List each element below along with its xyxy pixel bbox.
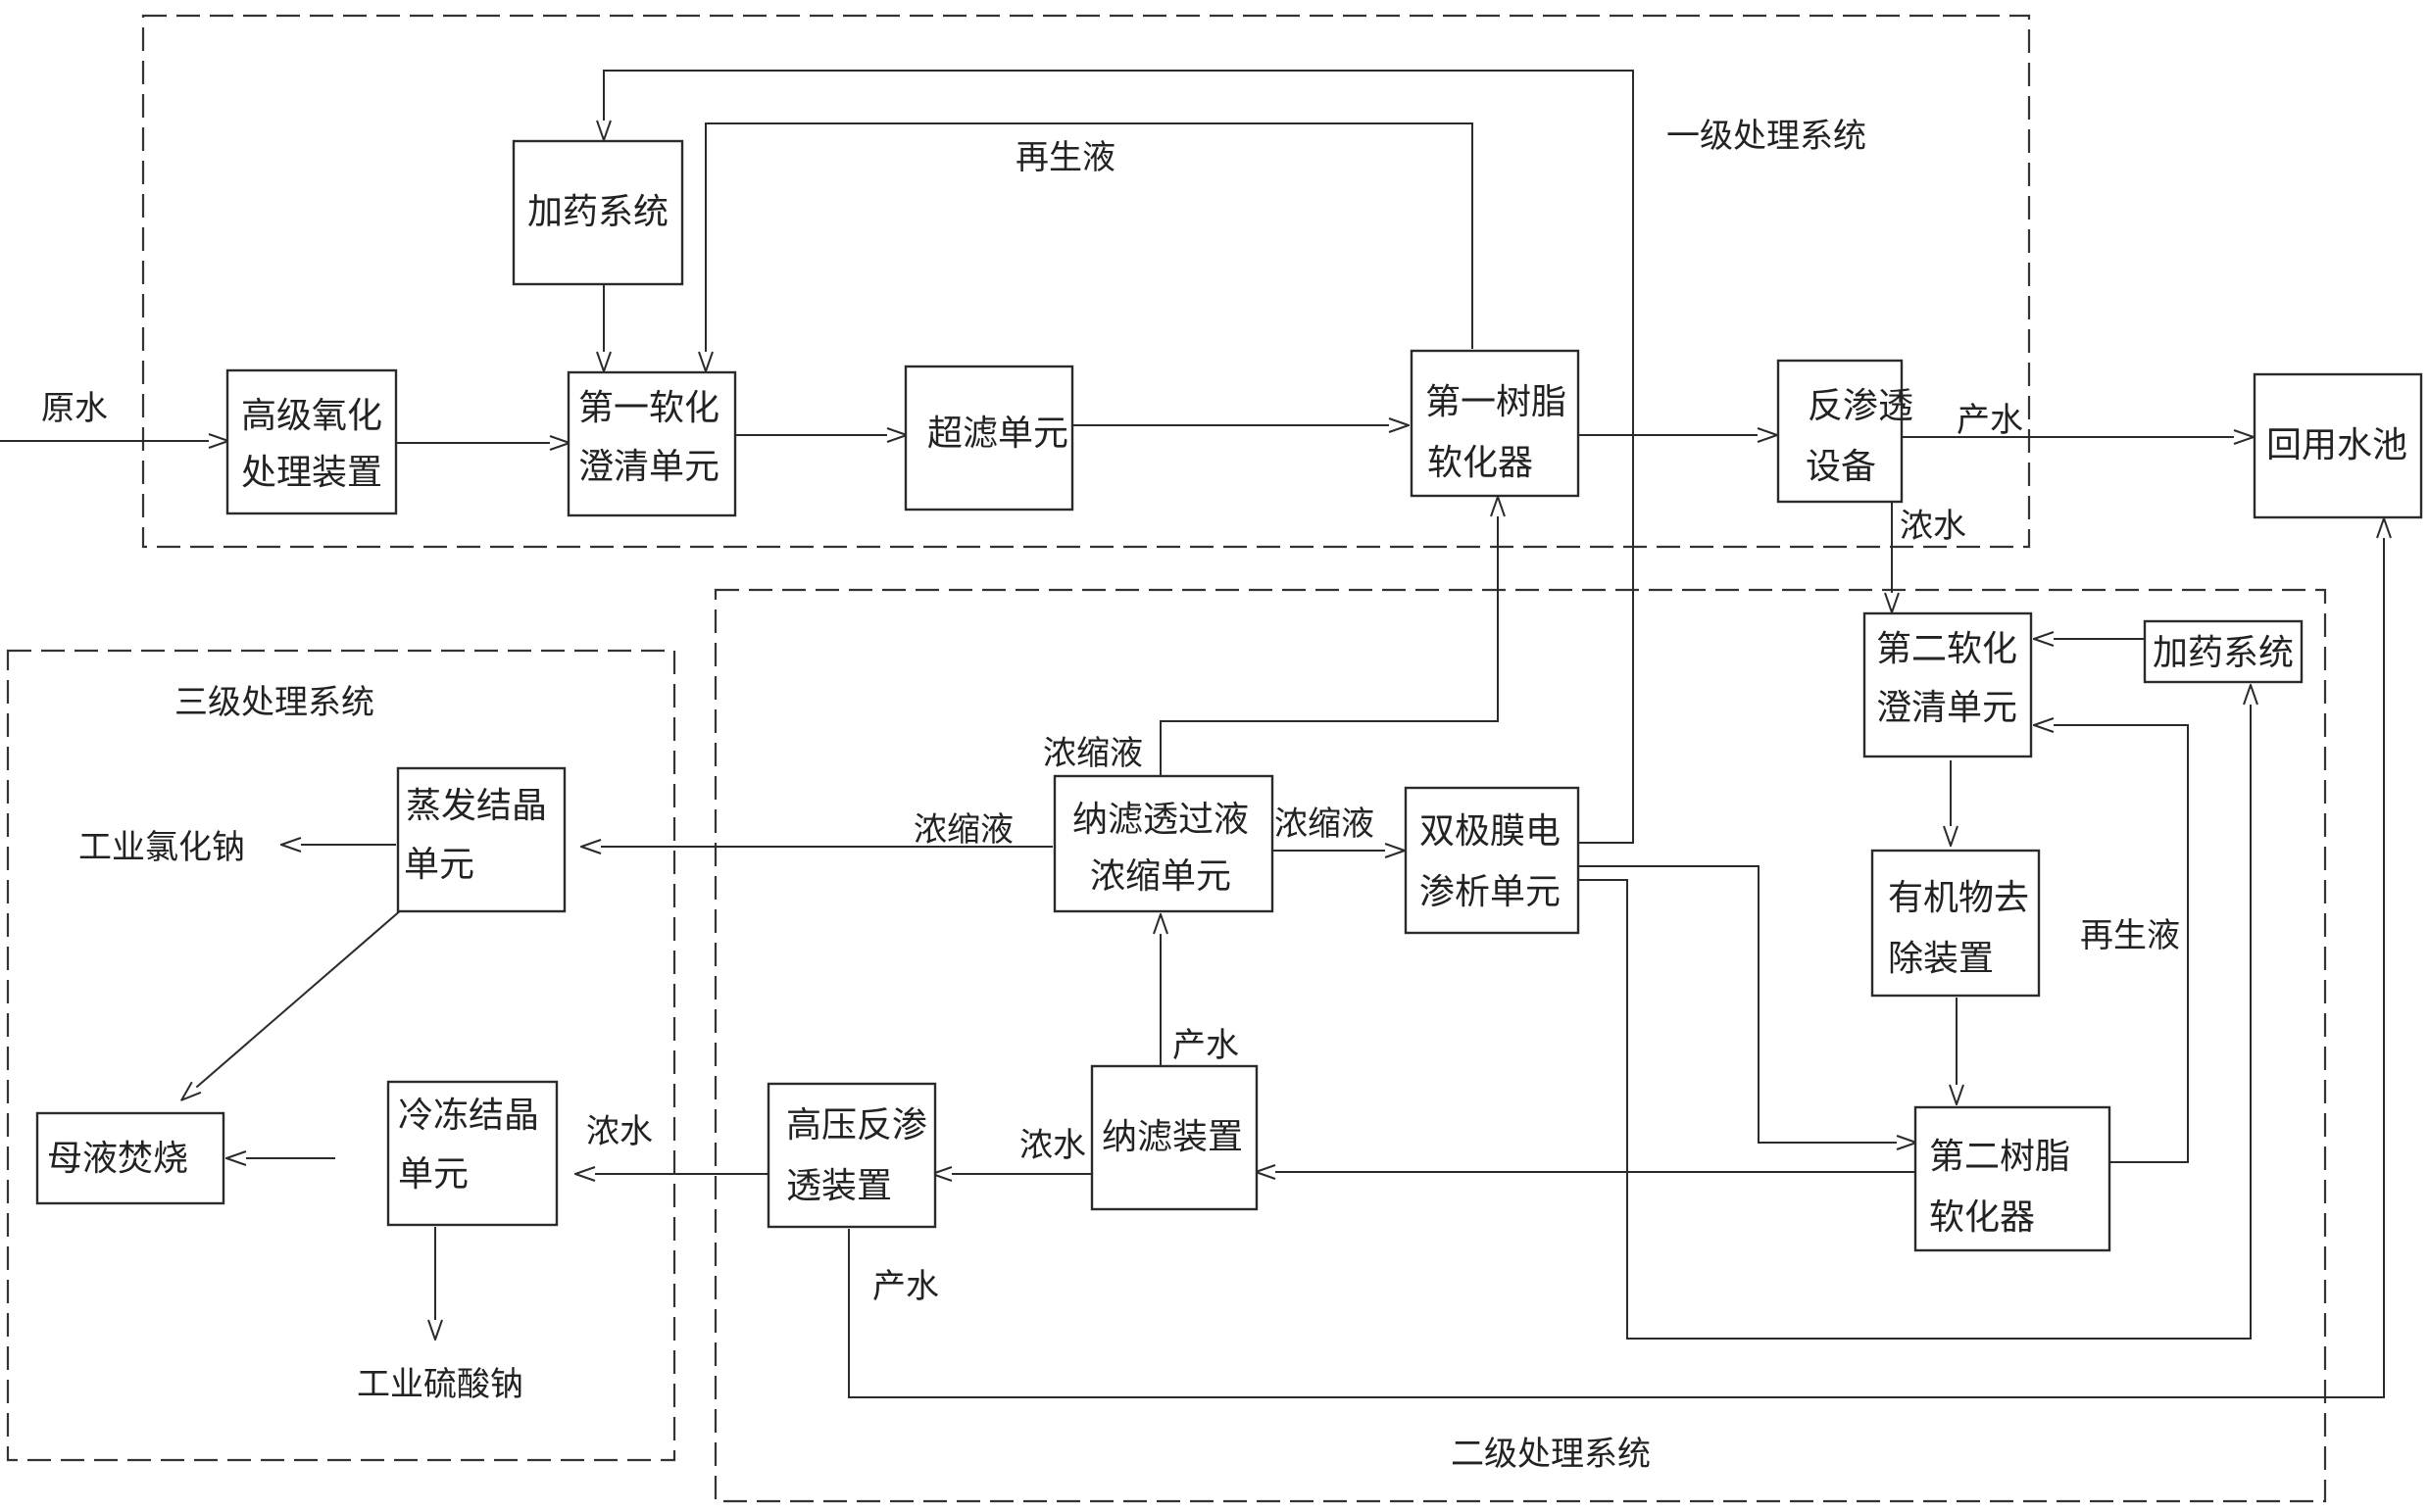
unit-label-line: 单元 [404, 845, 474, 885]
unit-label-line: 高压反渗 [786, 1105, 927, 1146]
unit-label-line: 浓缩单元 [1090, 856, 1231, 897]
unit-label-line: 反渗透 [1808, 386, 1913, 426]
unit-label-line: 双极膜电 [1419, 811, 1561, 852]
label-concentrate-right: 浓缩液 [1274, 805, 1374, 844]
label-concentrate-left: 浓缩液 [914, 810, 1014, 850]
unit-label-line: 澄清单元 [578, 447, 719, 487]
unit-nanofiltration: 纳滤装置 [1090, 1064, 1259, 1211]
label-product-water-hpro: 产水 [872, 1267, 939, 1306]
unit-label-line: 澄清单元 [1876, 688, 2017, 728]
unit-label-line: 加药系统 [527, 192, 669, 232]
arrow-hpro-to-pool [848, 519, 2384, 1398]
primary-system-boundary [141, 14, 2031, 549]
unit-label-line: 第一树脂 [1425, 382, 1566, 422]
unit-label-line: 母液焚烧 [47, 1139, 188, 1179]
unit-label-line: 软化器 [1427, 443, 1533, 483]
label-product-water-ro: 产水 [1957, 401, 2023, 440]
unit-bipolar-ed: 双极膜电 渗析单元 [1404, 786, 1580, 935]
unit-label-line: 冷冻结晶 [398, 1096, 539, 1136]
secondary-system-boundary [714, 588, 2327, 1503]
unit-freeze-crystallization: 冷冻结晶 单元 [386, 1080, 559, 1227]
unit-label-line: 纳滤透过液 [1072, 800, 1249, 840]
unit-label-line: 软化器 [1929, 1197, 2035, 1238]
unit-nf-concentration: 纳滤透过液 浓缩单元 [1053, 774, 1274, 913]
unit-label-line: 纳滤装置 [1102, 1117, 1243, 1157]
unit-label-line: 处理装置 [241, 453, 382, 493]
unit-hp-reverse-osmosis: 高压反渗 透装置 [767, 1082, 937, 1229]
unit-label-line: 除装置 [1888, 939, 1994, 979]
unit-label-line: 加药系统 [2153, 633, 2294, 673]
tertiary-system-boundary [6, 649, 676, 1462]
unit-reuse-pool: 回用水池 [2253, 372, 2423, 519]
unit-label-line: 蒸发结晶 [406, 786, 547, 826]
arrow-ed-to-resin2 [1578, 865, 1915, 1143]
unit-dosing-top: 加药系统 [512, 139, 684, 286]
unit-resin-softener-1: 第一树脂 软化器 [1410, 349, 1580, 498]
arrow-regen-resin2-to-clarifier2 [2035, 725, 2189, 1163]
label-industrial-na2so4: 工业硫酸钠 [357, 1365, 523, 1404]
unit-advanced-oxidation: 高级氧化 处理装置 [225, 368, 398, 515]
label-raw-water: 原水 [41, 389, 108, 428]
arrow-evap-to-mother-liquor [182, 908, 403, 1099]
tertiary-system-title: 三级处理系统 [174, 683, 374, 722]
unit-ultrafiltration: 超滤单元 [904, 365, 1074, 512]
arrow-ed-to-dosing-top [604, 70, 1634, 844]
unit-label-line: 第二软化 [1876, 629, 2017, 669]
unit-label-line: 有机物去 [1888, 878, 2029, 918]
arrow-regen-resin1-to-clarifier1 [706, 122, 1473, 370]
label-regen-top: 再生液 [1016, 138, 1115, 177]
unit-evaporation-crystallization: 蒸发结晶 单元 [396, 766, 567, 913]
unit-resin-softener-2: 第二树脂 软化器 [1913, 1105, 2111, 1252]
unit-label-line: 高级氧化 [241, 396, 382, 436]
unit-label-line: 单元 [398, 1154, 469, 1195]
unit-softening-clarifier-1: 第一软化 澄清单元 [567, 370, 737, 517]
label-regen-right: 再生液 [2080, 916, 2180, 955]
unit-mother-liquor-incineration: 母液焚烧 [35, 1111, 225, 1205]
label-concentrate-top: 浓缩液 [1043, 734, 1143, 773]
unit-organic-removal: 有机物去 除装置 [1870, 849, 2041, 998]
unit-reverse-osmosis: 反渗透 设备 [1776, 359, 1913, 504]
unit-label-line: 第一软化 [578, 388, 719, 428]
unit-label-line: 设备 [1806, 447, 1876, 487]
unit-label-line: 第二树脂 [1929, 1137, 2070, 1177]
unit-label-line: 超滤单元 [927, 414, 1068, 454]
label-concentrate-ro: 浓水 [1900, 507, 1966, 546]
unit-label-line: 透装置 [786, 1166, 892, 1206]
label-concentrate-nf: 浓水 [1019, 1126, 1086, 1165]
label-concentrate-hpro: 浓水 [586, 1112, 653, 1151]
unit-softening-clarifier-2: 第二软化 澄清单元 [1862, 611, 2033, 758]
unit-label-line: 回用水池 [2266, 425, 2407, 465]
label-industrial-nacl: 工业氯化钠 [78, 828, 245, 867]
primary-system-title: 一级处理系统 [1666, 117, 1866, 156]
arrow-ed-to-dosing-right [1578, 686, 2251, 1340]
unit-label-line: 渗析单元 [1419, 872, 1561, 912]
flow-lines [0, 70, 2384, 1398]
arrow-concentration-to-resin1 [1160, 498, 1498, 778]
secondary-system-title: 二级处理系统 [1451, 1435, 1651, 1474]
label-product-water-nf: 产水 [1172, 1026, 1239, 1065]
unit-dosing-right: 加药系统 [2143, 619, 2304, 684]
